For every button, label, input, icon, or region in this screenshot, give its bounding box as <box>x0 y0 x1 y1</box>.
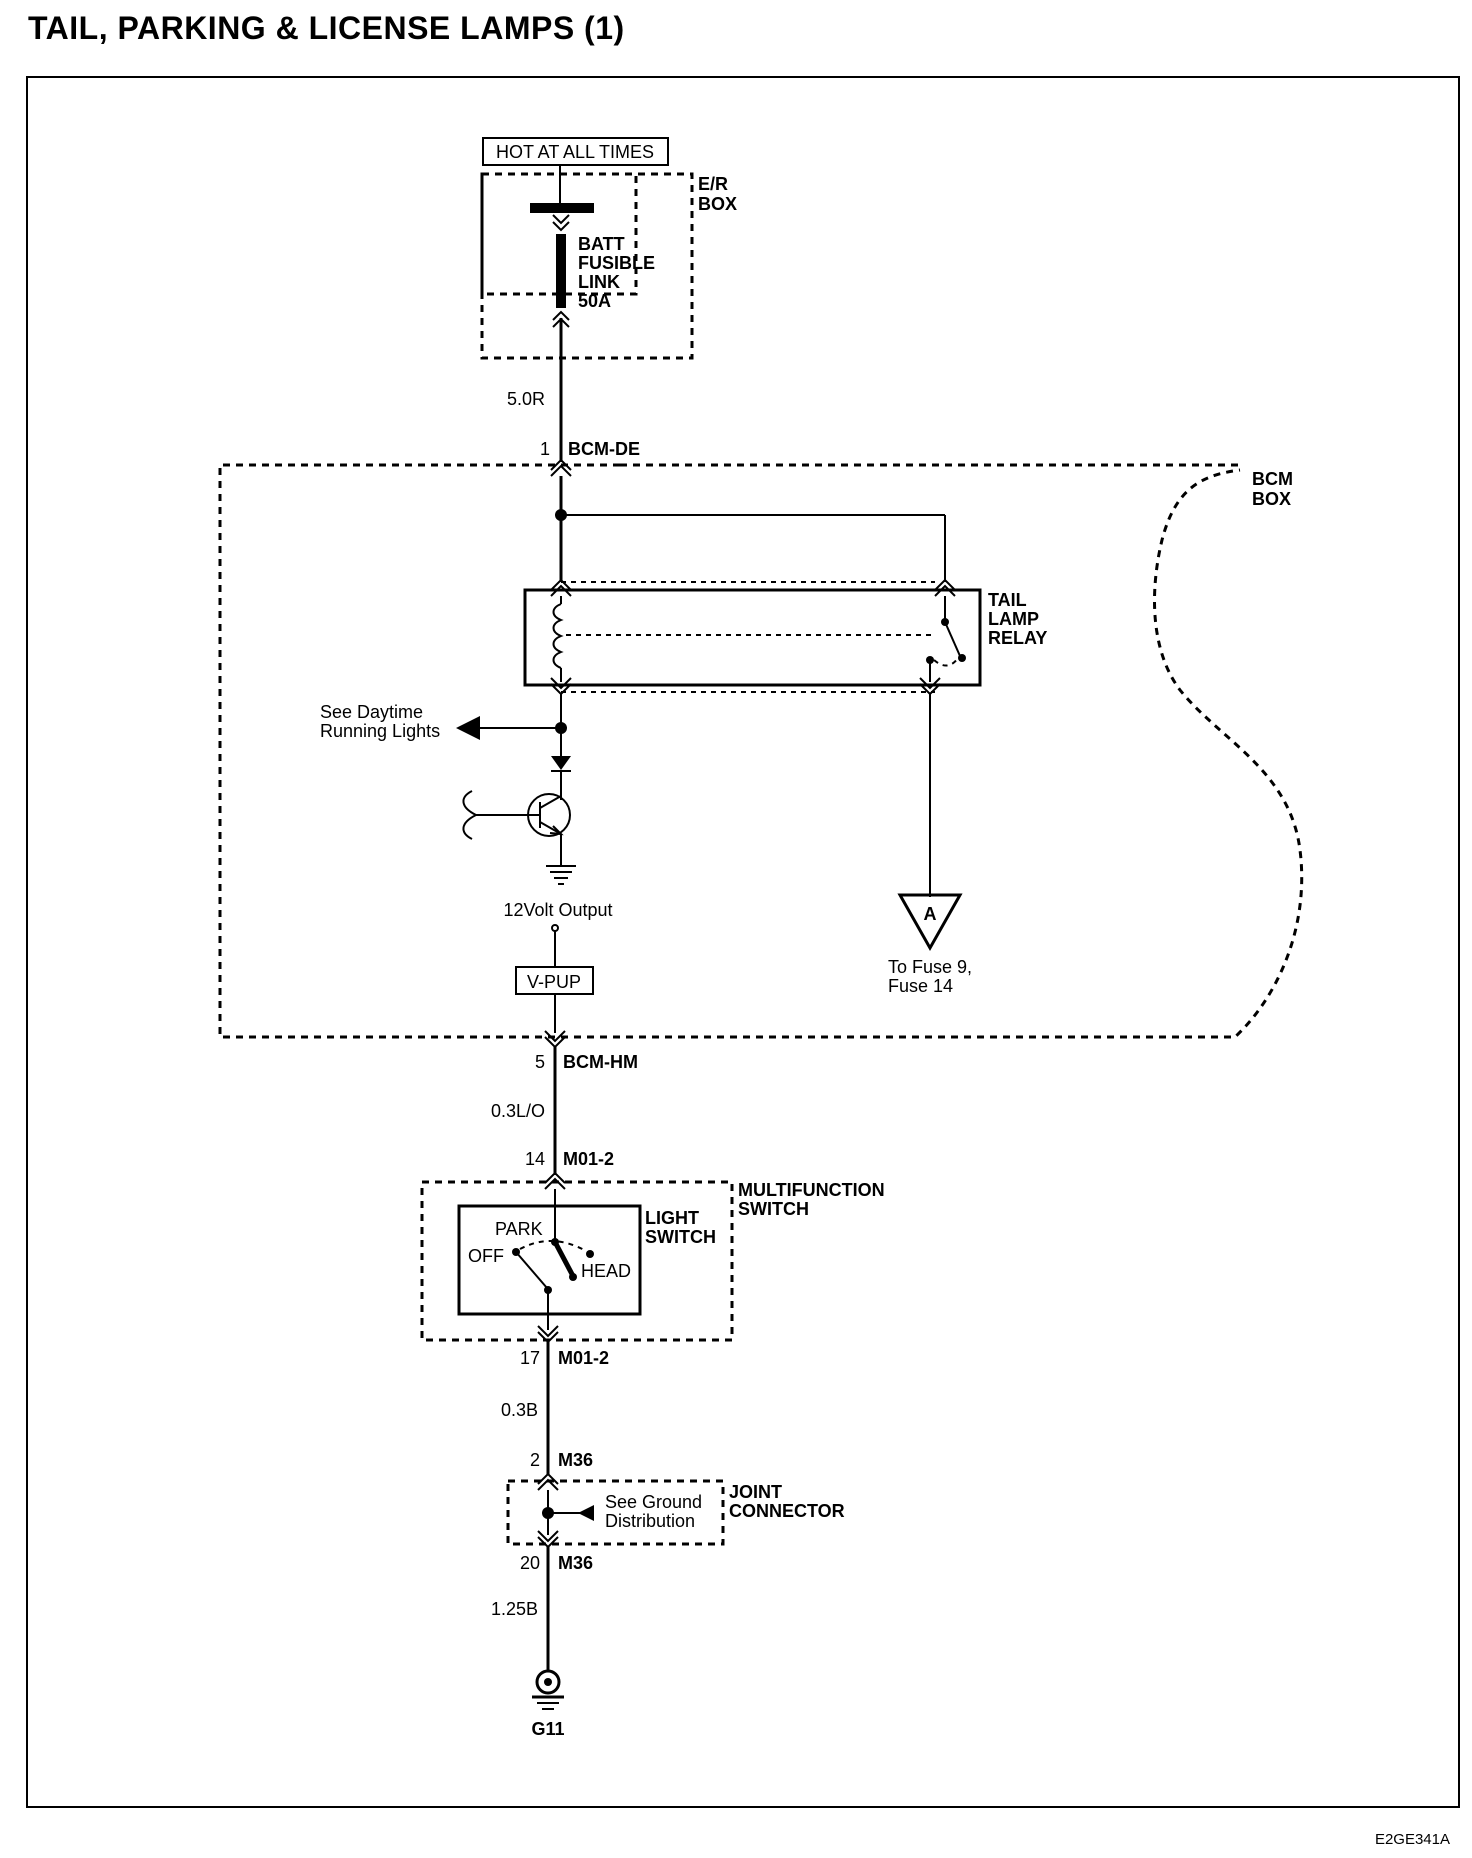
diagram-title: TAIL, PARKING & LICENSE LAMPS (1) <box>28 10 625 46</box>
wire-1-25b-label: 1.25B <box>491 1599 538 1619</box>
signal-input-icon <box>462 790 477 840</box>
ground-note-2: Distribution <box>605 1511 695 1531</box>
drl-note-2: Running Lights <box>320 721 440 741</box>
fusible-link-label-3: LINK <box>578 272 620 292</box>
connector-m01-14-name: M01-2 <box>563 1149 614 1169</box>
fusible-link-label-2: FUSIBLE <box>578 253 655 273</box>
fuse-reference-triangle <box>897 893 963 952</box>
multifunction-switch-label-2: SWITCH <box>738 1199 809 1219</box>
connector-bcm-de-icon <box>550 458 572 471</box>
document-id: E2GE341A <box>1374 1831 1450 1848</box>
connector-m36-2-name: M36 <box>558 1450 593 1470</box>
connector-m01-17-name: M01-2 <box>558 1348 609 1368</box>
er-box-label-2: BOX <box>698 194 737 214</box>
ground-g11-label: G11 <box>531 1719 564 1739</box>
hot-at-all-times-box <box>482 137 669 166</box>
connector-m36-20-name: M36 <box>558 1553 593 1573</box>
relay-label-1: TAIL <box>988 590 1027 610</box>
relay-label-2: LAMP <box>988 609 1039 629</box>
fuse-reference-note-1: To Fuse 9, <box>888 957 972 977</box>
hot-at-all-times-label: HOT AT ALL TIMES <box>496 142 654 162</box>
multifunction-switch-label-1: MULTIFUNCTION <box>738 1180 885 1200</box>
fuse-reference-letter: A <box>924 904 937 924</box>
wire-0-3b-label: 0.3B <box>501 1400 538 1420</box>
diode-icon <box>551 756 571 770</box>
light-switch-box <box>457 1204 642 1316</box>
switch-position-head: HEAD <box>581 1261 631 1281</box>
bcm-box-label-1: BCM <box>1252 469 1293 489</box>
relay-contact-icon <box>944 621 961 657</box>
wire-5-0r-label: 5.0R <box>507 389 545 409</box>
connector-bcm-hm-name: BCM-HM <box>563 1052 638 1072</box>
drl-note-1: See Daytime <box>320 702 423 722</box>
ground-g11-icon <box>532 1669 564 1710</box>
connector-bcm-hm-pin: 5 <box>535 1052 545 1072</box>
connector-m36-2-pin: 2 <box>530 1450 540 1470</box>
output-label: 12Volt Output <box>503 900 612 920</box>
connector-m36-20-pin: 20 <box>520 1553 540 1573</box>
connector-m01-17-pin: 17 <box>520 1348 540 1368</box>
er-box-label-1: E/R <box>698 174 728 194</box>
tail-lamp-relay <box>523 578 982 696</box>
connector-m01-14-pin: 14 <box>525 1149 545 1169</box>
fusible-link-label-1: BATT <box>578 234 625 254</box>
diagram-frame <box>26 76 1460 1808</box>
ground-distribution-arrow <box>578 1505 594 1521</box>
fuse-reference-note-2: Fuse 14 <box>888 976 953 996</box>
fusible-link-icon <box>556 234 566 308</box>
vpup-label: V-PUP <box>527 972 581 992</box>
relay-coil-icon <box>552 603 564 669</box>
joint-connector-label-2: CONNECTOR <box>729 1501 845 1521</box>
relay-label-3: RELAY <box>988 628 1047 648</box>
switch-position-off: OFF <box>468 1246 504 1266</box>
ground-note-1: See Ground <box>605 1492 702 1512</box>
connector-bcm-de-name: BCM-DE <box>568 439 640 459</box>
battery-bus-bar <box>530 203 594 213</box>
bcm-box-label-2: BOX <box>1252 489 1291 509</box>
switch-lever-icon <box>552 1240 576 1278</box>
bcm-box-outline <box>218 463 1304 1039</box>
light-switch-label-2: SWITCH <box>645 1227 716 1247</box>
joint-connector-label-1: JOINT <box>729 1482 782 1502</box>
wire-0-3lo-label: 0.3L/O <box>491 1101 545 1121</box>
connector-bcm-de-pin: 1 <box>540 439 550 459</box>
fusible-link-label-4: 50A <box>578 291 611 311</box>
power-source: HOT AT ALL TIMES E/R BOX <box>480 137 737 296</box>
switch-position-park: PARK <box>495 1219 543 1239</box>
light-switch-label-1: LIGHT <box>645 1208 699 1228</box>
joint-connector-outline <box>506 1479 725 1546</box>
